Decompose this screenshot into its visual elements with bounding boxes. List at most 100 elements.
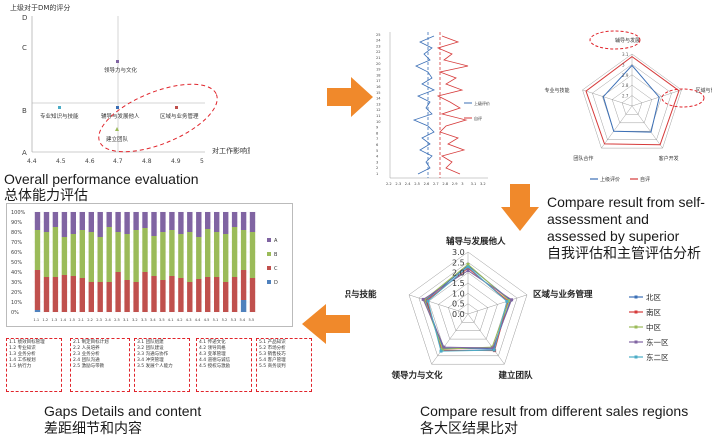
stack-bar-segment <box>187 232 193 282</box>
region-legend-label: 南区 <box>646 307 661 317</box>
gap-item: 1.4 工作规划 <box>9 358 36 363</box>
stack-legend-label: D <box>274 280 278 286</box>
stack-bar-segment <box>231 212 238 227</box>
region-radar-axis-label: 辅导与发展他人 <box>446 236 506 247</box>
line-ytick: 23 <box>376 44 381 48</box>
radar-ring-label: 2.7 <box>622 94 629 99</box>
line-ytick: 19 <box>376 68 381 72</box>
gap-column-5: 5.1 产品知识 5.2 市场分析 5.3 销售技巧 5.4 客户管理 5.5 … <box>256 338 312 392</box>
region-radar-spoke <box>431 313 469 365</box>
radar-ring-label: 3.1 <box>622 52 629 57</box>
stack-xlabel: 1.2 <box>42 318 48 322</box>
caption-gaps-en: Gaps Details and content <box>44 403 202 419</box>
caption-overall-zh: 总体能力评估 <box>4 187 88 203</box>
matrix-point-label: 区域与业务管理 <box>160 112 199 120</box>
stack-bar-segment <box>249 232 256 278</box>
stack-bar-segment <box>70 276 76 312</box>
self-series-line <box>436 35 469 175</box>
gap-item: 1.1 绩效目标管理 <box>9 340 45 345</box>
stack-bar-segment <box>205 229 211 277</box>
radar-self-polygon <box>585 55 680 146</box>
line-xtick: 3.1 <box>471 182 477 186</box>
matrix-xtick: 4.8 <box>142 158 152 165</box>
line-ytick: 25 <box>376 33 381 37</box>
line-ytick: 7 <box>376 137 378 141</box>
stack-xlabel: 4.5 <box>204 318 210 322</box>
region-radar-series <box>427 266 508 352</box>
gap-item: 2.3 业务分析 <box>73 352 100 357</box>
radar-legend-superior: 上级评价 <box>600 176 620 183</box>
matrix-ytick-c: C <box>22 44 27 52</box>
stack-bar-segment <box>43 277 50 312</box>
region-radar-ring-label: 1.5 <box>452 279 465 288</box>
matrix-ytick-b: B <box>22 107 27 115</box>
stack-bar-segment <box>223 234 229 282</box>
line-ytick: 5 <box>376 149 378 153</box>
region-legend-marker <box>634 340 638 344</box>
stack-legend-swatch <box>267 252 271 256</box>
stack-xlabel: 5.2 <box>222 318 228 322</box>
line-ytick: 11 <box>376 114 381 118</box>
stack-ytick: 60% <box>11 250 22 256</box>
gap-item: 3.2 团队建设 <box>137 346 164 351</box>
stack-bar-segment <box>61 212 68 237</box>
stack-bar-segment <box>240 212 247 230</box>
matrix-xtick: 4.6 <box>85 158 95 165</box>
stack-bar-segment <box>133 230 139 282</box>
region-legend-label: 北区 <box>646 293 661 302</box>
stack-bar-segment <box>178 234 184 278</box>
stack-bar-segment <box>70 234 76 276</box>
stack-bar-segment <box>231 277 238 312</box>
gap-column-1: 1.1 绩效目标管理 1.2 专业知识 1.3 业务分析 1.4 工作规划 1.… <box>6 338 62 392</box>
stack-bar-segment <box>205 212 211 229</box>
region-radar-ring-label: 2.0 <box>452 269 465 278</box>
gaps-detail-area: 1.1 绩效目标管理 1.2 专业知识 1.3 业务分析 1.4 工作规划 1.… <box>6 335 314 395</box>
region-radar-point <box>421 297 425 301</box>
line-ytick: 10 <box>376 120 381 124</box>
matrix-xtick: 4.5 <box>56 158 66 165</box>
stack-bar-segment <box>169 276 175 312</box>
stack-bar-segment <box>34 270 41 310</box>
radar-axis-label: 团队合作 <box>573 155 593 162</box>
self-vs-superior-radar-chart: 辅导与发展区域与管理客户开发团队合作专业与技能 3.132.92.82.7 上级… <box>545 30 720 183</box>
caption-self-zh: 自我评估和主管评估分析 <box>547 245 701 261</box>
region-radar-ring-label: 0.5 <box>452 300 465 309</box>
stack-xlabel: 1.1 <box>33 318 39 322</box>
gap-item: 3.5 发展个人能力 <box>137 364 173 369</box>
radar-grid-ring <box>621 95 643 115</box>
radar-ring-label: 2.9 <box>622 73 629 78</box>
line-ytick: 1 <box>376 172 378 176</box>
line-ytick: 22 <box>376 50 381 54</box>
stack-bar-segment <box>249 212 256 232</box>
line-ytick: 15 <box>376 91 381 95</box>
matrix-xtick: 4.7 <box>113 158 123 165</box>
region-radar-spoke <box>408 294 469 315</box>
region-legend-marker <box>634 310 638 314</box>
stack-bar-segment <box>133 212 139 230</box>
matrix-highlight-ellipse <box>98 83 218 153</box>
gap-item: 4.1 传递文化 <box>199 340 226 345</box>
gap-item: 5.1 产品知识 <box>259 340 286 345</box>
stack-bar-segment <box>88 282 94 312</box>
line-xtick: 2.8 <box>442 182 448 186</box>
matrix-point-label: 建立团队 <box>106 135 129 143</box>
matrix-point-label: 专业知识与技能 <box>40 112 79 120</box>
region-radar-axis-label: 专业知识与技能 <box>345 289 377 300</box>
matrix-point <box>115 127 119 131</box>
gap-column-2: 2.1 制定目标计划 2.2 人员培养 2.3 业务分析 2.4 团队沟通 2.… <box>70 338 130 392</box>
gap-item: 3.1 团队组建 <box>137 340 164 345</box>
region-radar-ring-label: 2.5 <box>452 258 465 267</box>
stack-xlabel: 2.2 <box>87 318 93 322</box>
region-legend-label: 东二区 <box>646 352 669 362</box>
matrix-xtick: 4.9 <box>171 158 181 165</box>
line-legend-self: 自评 <box>474 115 482 121</box>
stack-bar-segment <box>231 227 238 277</box>
line-ytick: 6 <box>376 143 379 147</box>
stack-xlabel: 4.1 <box>168 318 174 322</box>
stack-bar-segment <box>160 232 166 280</box>
stack-ytick: 70% <box>11 240 22 246</box>
line-ytick: 9 <box>376 126 379 130</box>
gap-item: 5.4 客户管理 <box>259 358 286 363</box>
stack-ytick: 30% <box>11 280 22 286</box>
gap-item: 1.5 执行力 <box>9 364 32 369</box>
